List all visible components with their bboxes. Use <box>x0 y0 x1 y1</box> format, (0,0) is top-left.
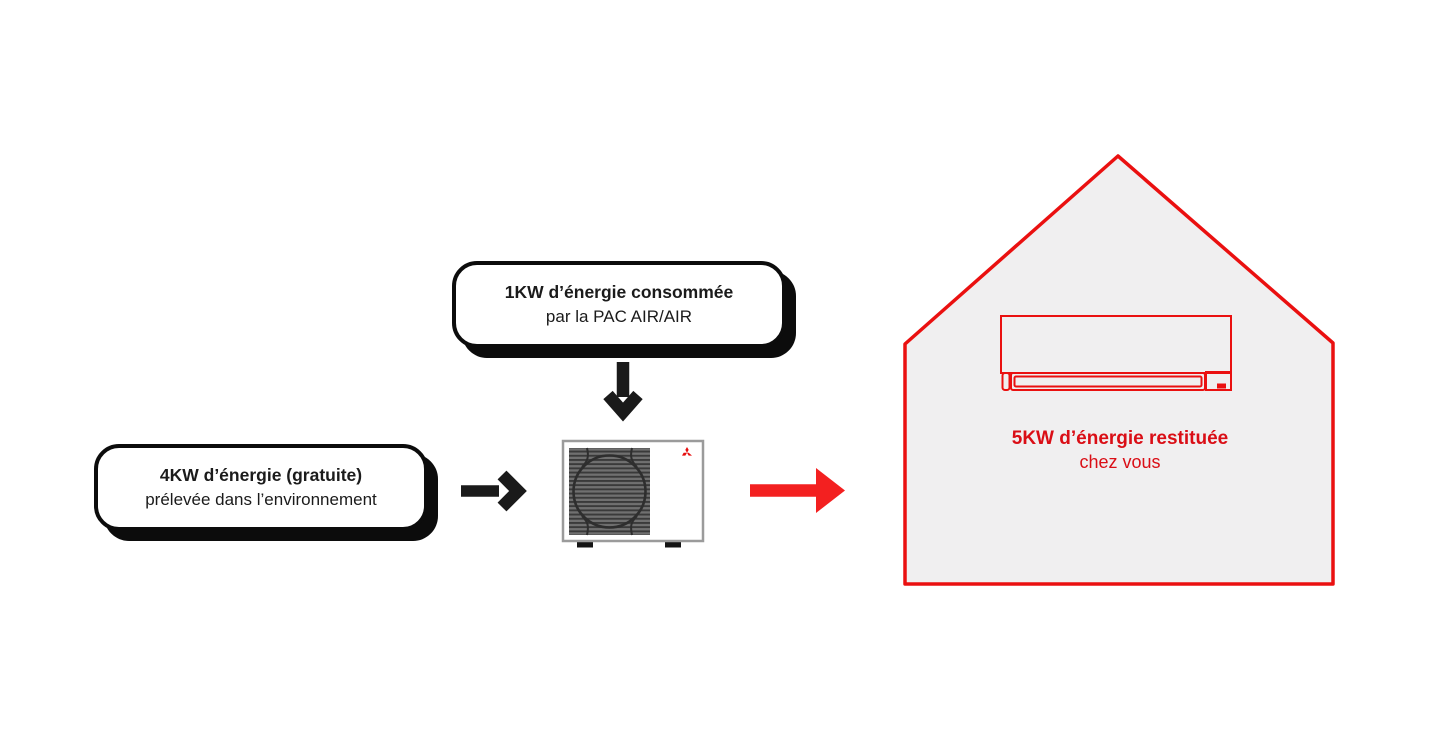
bubble-energy-free-line2: prélevée dans l’environnement <box>145 489 377 509</box>
indoor-unit-icon <box>1000 315 1232 391</box>
arrow-right-black-icon <box>461 470 527 512</box>
bubble-energy-consumed-line2: par la PAC AIR/AIR <box>545 306 693 326</box>
house-label-line1: 5KW d’énergie restituée <box>1011 428 1229 449</box>
outdoor-unit-icon <box>561 439 705 548</box>
bubble-energy-free-line1: 4KW d’énergie (gratuite) <box>159 465 363 485</box>
outdoor-unit-foot-left <box>577 541 593 548</box>
house-icon <box>903 154 1335 586</box>
bubble-energy-consumed-line1: 1KW d’énergie consommée <box>504 282 734 302</box>
outdoor-unit-foot-right <box>665 541 681 548</box>
house-outline <box>903 154 1335 586</box>
outdoor-unit-fan-circle <box>572 454 647 529</box>
arrow-down-icon <box>603 362 643 422</box>
outdoor-unit-grille <box>569 448 650 535</box>
bubble-energy-consumed: 1KW d’énergie consommée par la PAC AIR/A… <box>452 261 786 348</box>
house-label-line2: chez vous <box>1079 451 1161 472</box>
mitsubishi-logo-icon <box>682 447 692 456</box>
arrow-right-red-icon <box>750 468 845 513</box>
bubble-energy-free: 4KW d’énergie (gratuite) prélevée dans l… <box>94 444 428 531</box>
house-label: 5KW d’énergie restituée chez vous <box>900 427 1340 474</box>
